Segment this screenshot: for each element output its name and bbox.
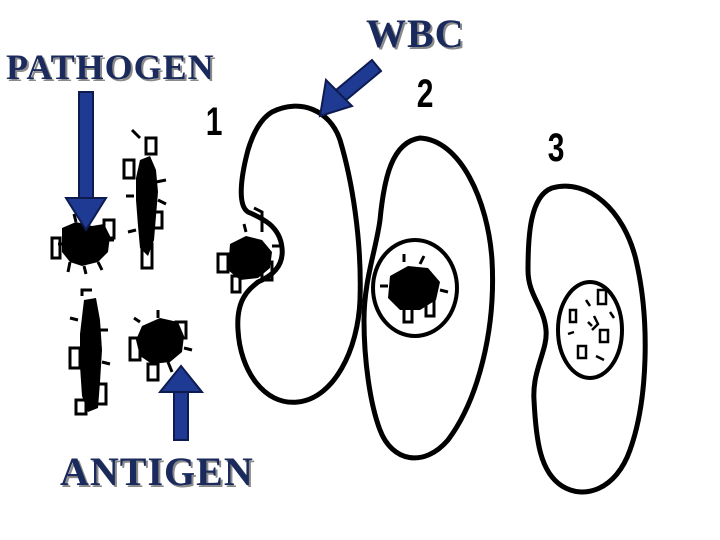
wbc-cell-membrane <box>528 186 645 492</box>
wbc-stage-1 <box>218 106 360 402</box>
pathogen-blob <box>218 208 280 292</box>
pathogen-rod <box>124 130 166 268</box>
antigen-arrow <box>160 366 202 440</box>
wbc-stage-2 <box>364 138 493 458</box>
digested-fragments <box>568 290 614 360</box>
wbc-arrow <box>320 60 381 116</box>
pathogen-cluster <box>52 130 192 414</box>
antigen-label: ANTIGEN <box>60 448 254 495</box>
pathogen-rod <box>70 290 110 414</box>
pathogen-label: PATHOGEN <box>6 46 215 88</box>
wbc-stage-3 <box>528 186 645 492</box>
stage-number-1: 1 <box>206 100 223 145</box>
pathogen-arrow <box>66 92 106 230</box>
stage-number-2: 2 <box>417 72 434 117</box>
stage-number-3: 3 <box>548 126 565 171</box>
digestive-vacuole <box>558 282 622 378</box>
wbc-label: WBC <box>366 10 465 57</box>
pathogen-blob <box>380 254 448 322</box>
